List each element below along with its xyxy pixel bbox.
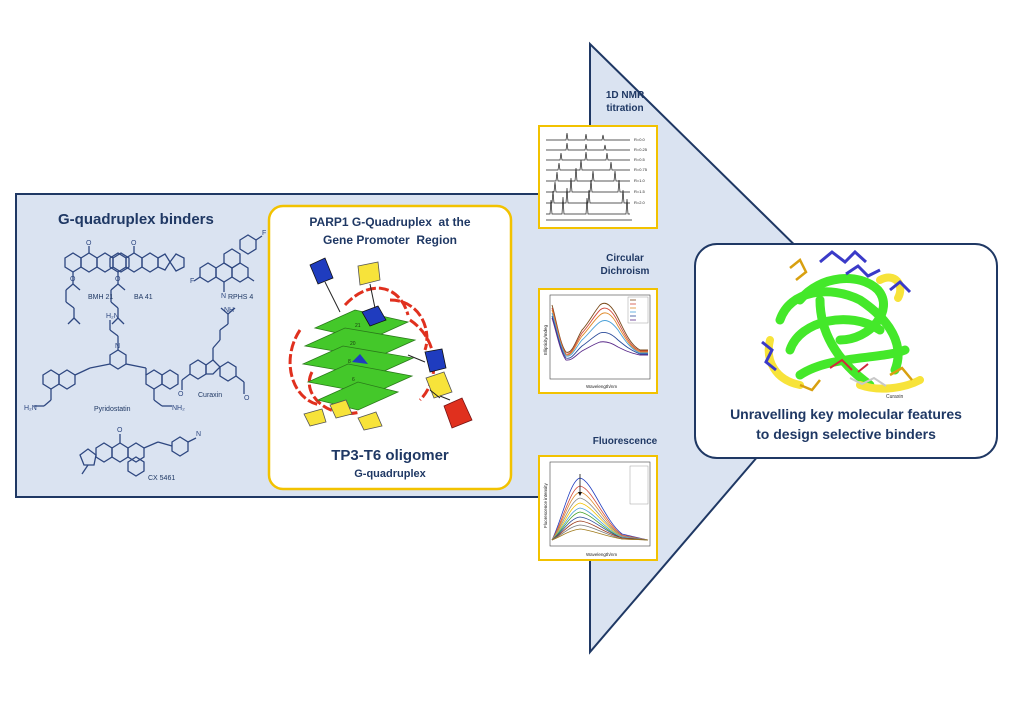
structure-curaxin [181,307,245,394]
base-yellow-top [357,261,381,286]
nmr-label-line1: 1D NMR [605,90,645,101]
svg-text:H₂N: H₂N [24,405,37,412]
cd-label-line1: Circular [606,253,644,264]
base-blue-mid [361,305,387,327]
svg-text:6: 6 [352,377,355,383]
structure-ba41 [109,246,185,325]
svg-text:O: O [70,276,76,283]
label-curaxin: Curaxin [198,392,222,399]
svg-text:NH₂: NH₂ [172,405,185,412]
fluo-xlabel: Wavelength/nm [586,552,617,557]
base-yellow-low2 [357,411,383,431]
quadruplex-topology: 21 20 8 6 [288,257,473,431]
base-yellow-low3 [303,408,327,427]
nmr-panel [538,125,658,229]
svg-text:N: N [115,343,120,350]
center-title-line1: PARP1 G-Quadruplex at the [309,215,471,229]
svg-text:R=2.0: R=2.0 [634,200,646,205]
svg-text:21: 21 [355,323,361,329]
structure-pyridostatin [34,320,179,407]
svg-text:O: O [115,276,121,283]
svg-text:O: O [131,240,137,247]
fluo-ylabel: Fluorescence intensity [543,482,548,528]
cd-plot [549,294,651,380]
svg-text:NH: NH [224,307,234,314]
label-bmh21: BMH 21 [88,294,113,301]
svg-text:R=0.25: R=0.25 [634,147,648,152]
cd-label-line2: Dichroism [600,266,650,277]
svg-text:N: N [221,293,226,300]
nmr-trace-labels: R=0.0 R=0.25 R=0.5 R=0.75 R=1.0 R=1.5 R=… [634,137,648,205]
structure-cx5461 [79,434,197,477]
svg-text:O: O [117,427,123,434]
svg-text:R=0.0: R=0.0 [634,137,646,142]
svg-text:R=1.5: R=1.5 [634,189,646,194]
label-ba41: BA 41 [134,294,153,301]
svg-text:R=0.75: R=0.75 [634,167,648,172]
svg-text:O: O [86,240,92,247]
binder-labels: BMH 21 BA 41 RPHS 4 Pyridostatin Curaxin… [88,294,253,482]
cd-ylabel: Ellipticity/mdeg [543,324,548,355]
svg-text:8: 8 [348,359,351,365]
base-blue-center [352,354,368,364]
fluo-plot [549,461,651,547]
result-text-line1: Unravelling key molecular features [730,406,962,422]
label-cx5461: CX 5461 [148,475,175,482]
base-blue-right [424,348,447,373]
svg-text:O: O [178,391,184,398]
center-subtitle-line1: TP3-T6 oligomer [331,447,449,464]
base-yellow-low1 [329,399,353,419]
cd-xlabel: Wavelength/nm [586,384,617,389]
label-rphs4: RPHS 4 [228,294,253,301]
result-card [694,243,998,459]
svg-text:N: N [196,431,201,438]
fluo-label: Fluorescence [592,436,658,447]
nmr-label-line2: titration [606,103,644,114]
result-text-line2: to design selective binders [756,426,936,442]
svg-text:O: O [244,395,250,402]
center-title-line2: Gene Promoter Region [322,233,458,247]
svg-text:R=1.0: R=1.0 [634,178,646,183]
binders-title: G-quadruplex binders [58,211,214,228]
structure-rphs4 [193,234,263,292]
binder-structures: O O O O F F N N H₂N NH₂ H₂N NH O O O N [24,230,266,477]
svg-text:F: F [262,230,266,237]
svg-text:H₂N: H₂N [106,313,119,320]
complex-structure [761,249,924,393]
center-subtitle-line2: G-quadruplex [354,468,426,480]
svg-text:R=0.5: R=0.5 [634,157,646,162]
base-blue-top [309,257,334,285]
label-pyridostatin: Pyridostatin [94,406,131,413]
ligand-label: Curaxin [886,394,903,400]
base-red [443,397,473,429]
nmr-spectra [546,132,632,221]
svg-text:20: 20 [350,341,356,347]
svg-text:F: F [190,278,194,285]
fluo-panel [538,455,658,561]
structure-bmh21 [64,246,130,325]
